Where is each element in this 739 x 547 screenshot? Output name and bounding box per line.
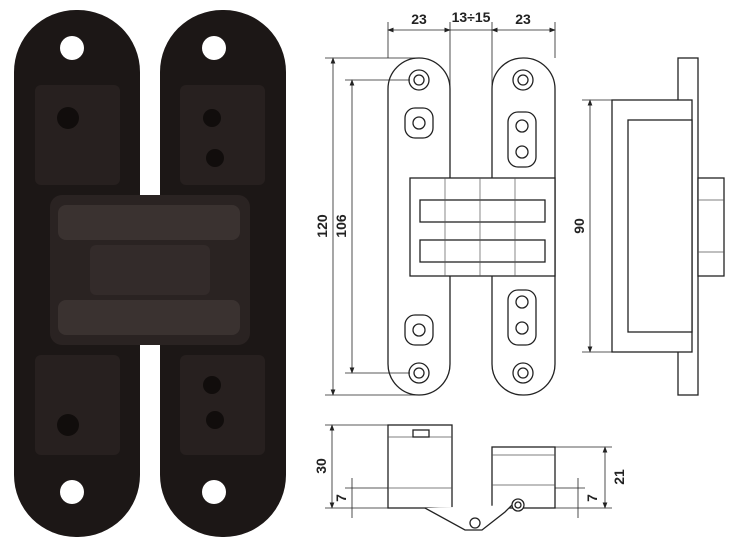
hinge-photo: [14, 10, 286, 537]
dim-gap: 13÷15: [452, 9, 491, 25]
dim-hole-spacing: 106: [333, 214, 349, 238]
screw-hole-icon: [60, 480, 84, 504]
screw-hole-icon: [202, 480, 226, 504]
dim-body-length: 90: [571, 218, 587, 234]
dim-leaf-width-left: 23: [411, 11, 427, 27]
screw-hole-icon: [60, 36, 84, 60]
dim-offset-left: 7: [333, 494, 349, 502]
dimension-lines: [325, 22, 612, 518]
dim-depth-right: 21: [611, 469, 627, 485]
dim-offset-right: 7: [584, 494, 600, 502]
dim-leaf-width-right: 23: [515, 11, 531, 27]
dim-depth-left: 30: [313, 458, 329, 474]
dim-overall-length: 120: [314, 214, 330, 238]
side-view: [611, 57, 725, 396]
screw-hole-icon: [202, 36, 226, 60]
front-view: [387, 57, 556, 396]
bottom-view: [387, 424, 556, 531]
